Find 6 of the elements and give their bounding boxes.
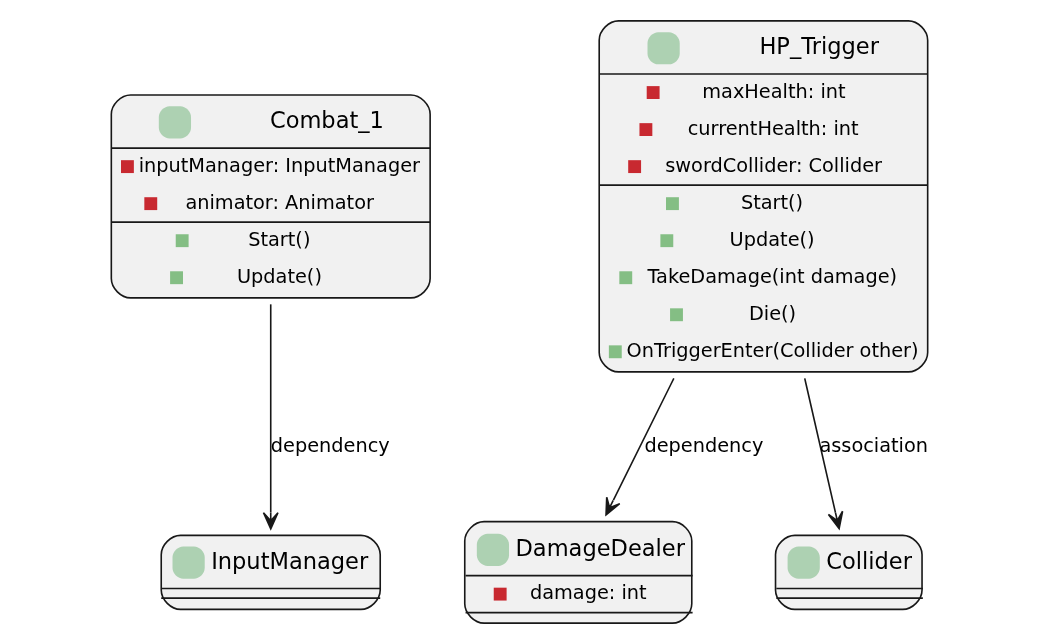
edge-label: association: [818, 433, 928, 457]
arrow: [604, 377, 675, 516]
arrow: [262, 303, 279, 530]
edge-label: dependency: [270, 433, 390, 457]
arrow: [803, 377, 843, 530]
edge-label: dependency: [643, 433, 763, 457]
